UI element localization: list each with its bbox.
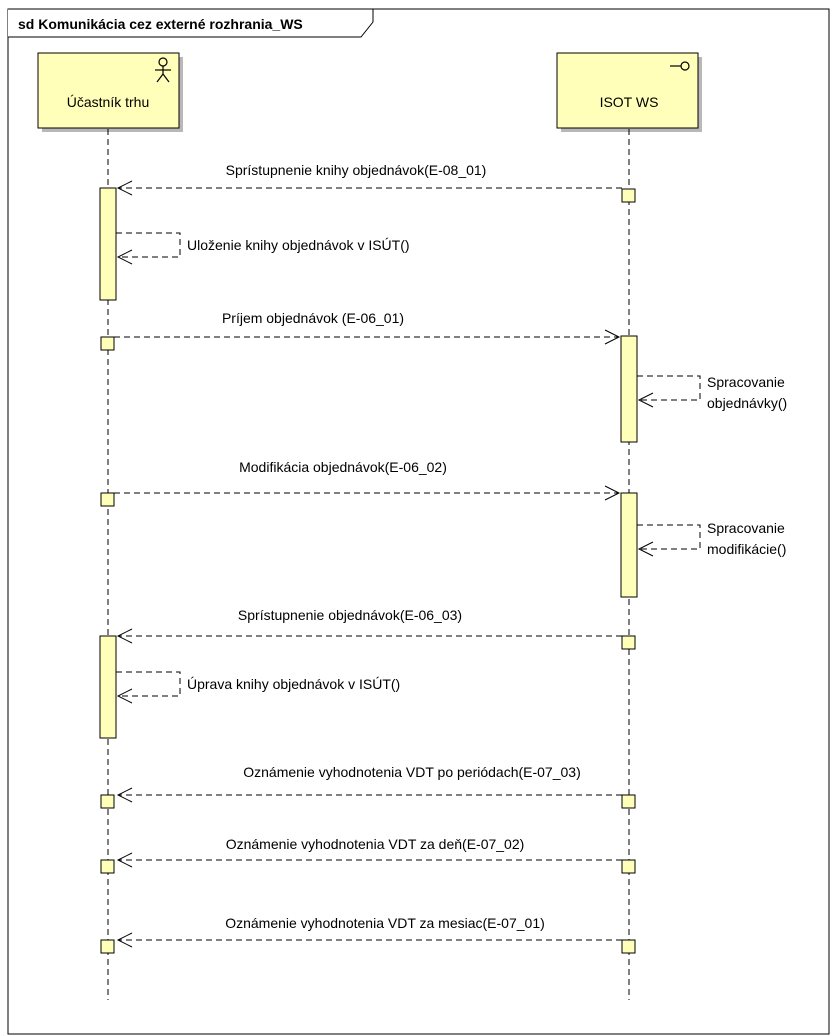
execution-point	[100, 492, 115, 507]
message-label: Spracovanie objednávky()	[707, 374, 789, 411]
message-arrow[interactable]: Oznámenie vyhodnotenia VDT za deň(E-07_0…	[116, 836, 622, 868]
activation-bar	[620, 492, 638, 598]
message-label: Oznámenie vyhodnotenia VDT po periódach(…	[243, 764, 581, 780]
message-arrow[interactable]: Príjem objednávok (E-06_01)	[114, 310, 621, 345]
message-arrow[interactable]: Sprístupnenie objednávok(E-06_03)	[116, 607, 622, 644]
participant-ucastnik-trhu[interactable]: Účastník trhu	[37, 52, 183, 132]
message-arrow[interactable]: Sprístupnenie knihy objednávok(E-08_01)	[116, 162, 622, 196]
activation-bar	[620, 335, 638, 443]
message-arrow[interactable]: Oznámenie vyhodnotenia VDT za mesiac(E-0…	[116, 915, 622, 948]
message-label: Modifikácia objednávok(E-06_02)	[239, 459, 447, 475]
message-label: Oznámenie vyhodnotenia VDT za deň(E-07_0…	[226, 836, 525, 852]
activation-bar	[99, 187, 117, 301]
activation-bar	[99, 635, 117, 739]
frame-title: sd Komunikácia cez externé rozhrania_WS	[18, 16, 303, 32]
execution-point	[100, 794, 115, 809]
interface-icon	[670, 61, 690, 71]
message-label: Príjem objednávok (E-06_01)	[222, 310, 404, 326]
message-label: Úprava knihy objednávok v ISÚT()	[187, 676, 400, 692]
message-label: Oznámenie vyhodnotenia VDT za mesiac(E-0…	[225, 915, 545, 931]
message-label: Sprístupnenie knihy objednávok(E-08_01)	[226, 162, 487, 178]
frame-title-tab	[8, 8, 374, 38]
message-label-line: modifikácie()	[707, 541, 786, 557]
execution-point	[621, 188, 636, 203]
participant-label: Účastník trhu	[67, 94, 149, 110]
execution-point	[621, 794, 636, 809]
message-label: Sprístupnenie objednávok(E-06_03)	[238, 607, 462, 623]
actor-icon	[155, 57, 171, 83]
execution-point	[621, 859, 636, 874]
message-label-line: objednávky()	[707, 395, 787, 411]
message-arrow[interactable]: Modifikácia objednávok(E-06_02)	[114, 459, 621, 501]
self-message-arrow[interactable]: Úprava knihy objednávok v ISÚT()	[116, 671, 400, 704]
message-label-line: Spracovanie	[707, 374, 785, 390]
diagram-frame	[7, 8, 830, 1035]
execution-point	[100, 859, 115, 874]
execution-point	[100, 336, 115, 351]
message-label-line: Spracovanie	[707, 520, 785, 536]
self-message-arrow[interactable]: Spracovanie modifikácie()	[637, 520, 789, 557]
message-label: Uloženie knihy objednávok v ISÚT()	[187, 237, 410, 253]
execution-point	[621, 635, 636, 650]
message-arrow[interactable]: Oznámenie vyhodnotenia VDT po periódach(…	[116, 764, 622, 803]
participant-isot-ws[interactable]: ISOT WS	[556, 52, 702, 132]
participant-box	[37, 52, 180, 129]
message-label: Spracovanie modifikácie()	[707, 520, 789, 557]
execution-point	[100, 939, 115, 954]
execution-point	[621, 939, 636, 954]
self-message-arrow[interactable]: Spracovanie objednávky()	[637, 374, 789, 411]
self-message-arrow[interactable]: Uloženie knihy objednávok v ISÚT()	[116, 232, 410, 265]
participant-label: ISOT WS	[600, 94, 659, 110]
participant-box	[556, 52, 699, 129]
